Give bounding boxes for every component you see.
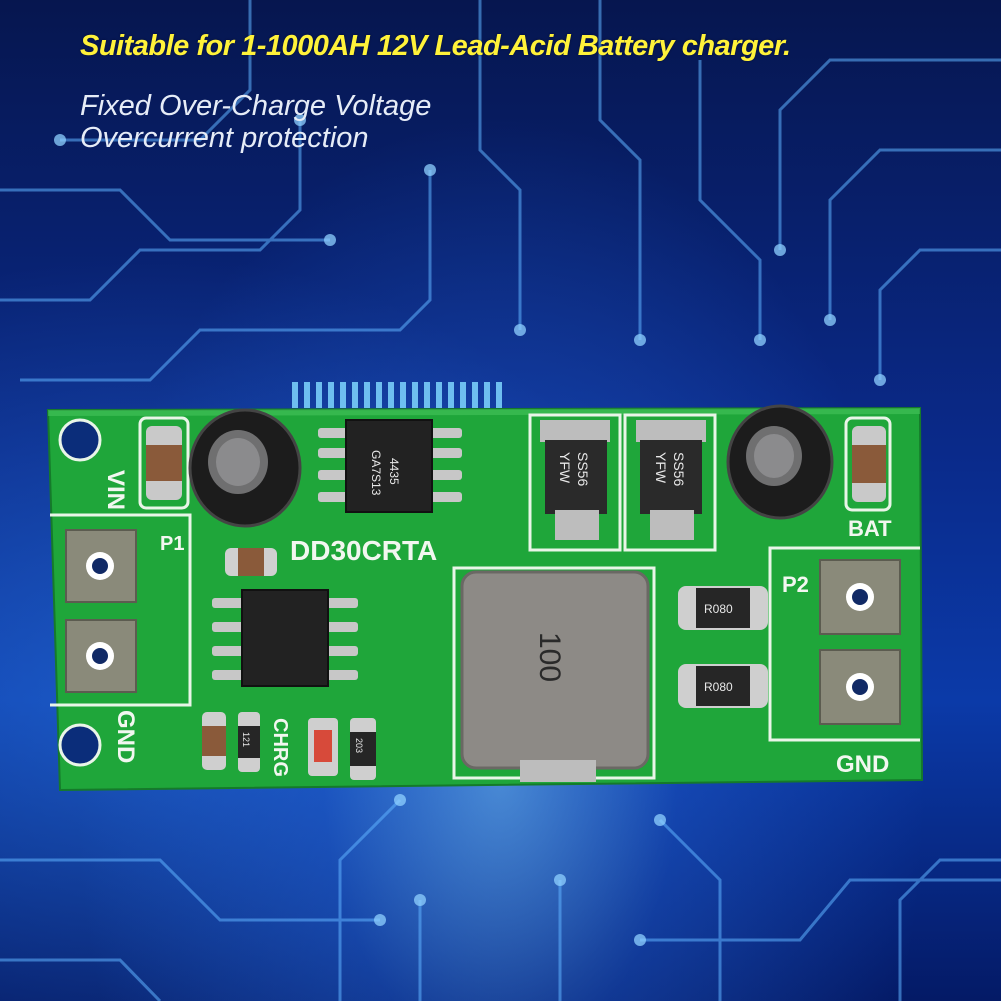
svg-text:R080: R080 <box>704 602 733 616</box>
label-p2: P2 <box>782 572 809 597</box>
label-bat: BAT <box>848 516 892 541</box>
sense-resistor-1: R080 <box>678 586 768 630</box>
mounting-hole <box>58 418 102 462</box>
feature-line-1: Fixed Over-Charge Voltage <box>80 90 432 122</box>
svg-text:SS56: SS56 <box>575 452 591 486</box>
ic-mosfet: 4435 GA7S13 <box>318 419 462 513</box>
headline: Suitable for 1-1000AH 12V Lead-Acid Batt… <box>80 30 791 62</box>
svg-text:203: 203 <box>354 738 364 753</box>
label-model: DD30CRTA <box>290 535 437 566</box>
feature-line-2: Overcurrent protection <box>80 122 369 154</box>
mounting-hole <box>58 723 102 767</box>
label-gnd-right: GND <box>836 751 889 778</box>
power-inductor: 100 <box>460 570 650 782</box>
sense-resistor-2: R080 <box>678 664 768 708</box>
terminal-gnd-right <box>819 649 901 725</box>
label-p1: P1 <box>160 533 184 555</box>
svg-text:YFW: YFW <box>557 452 573 484</box>
label-vin: VIN <box>102 470 129 510</box>
svg-text:YFW: YFW <box>653 452 669 484</box>
svg-text:R080: R080 <box>704 680 733 694</box>
schottky-diode-1: YFW SS56 <box>540 420 610 540</box>
terminal-gnd-left <box>65 619 137 693</box>
ic-controller <box>212 589 358 687</box>
svg-text:100: 100 <box>533 632 566 682</box>
svg-text:SS56: SS56 <box>671 452 687 486</box>
label-chrg: CHRG <box>269 718 291 777</box>
svg-text:GA7S13: GA7S13 <box>369 450 383 496</box>
electrolytic-capacitor <box>726 404 834 520</box>
small-smd-parts: 121 203 <box>202 712 376 780</box>
electrolytic-capacitor <box>188 408 302 528</box>
schottky-diode-2: YFW SS56 <box>636 420 706 540</box>
svg-text:4435: 4435 <box>387 458 401 485</box>
terminal-p2 <box>819 559 901 635</box>
terminal-p1 <box>65 529 137 603</box>
label-gnd-left: GND <box>112 710 139 763</box>
svg-text:121: 121 <box>241 732 251 747</box>
